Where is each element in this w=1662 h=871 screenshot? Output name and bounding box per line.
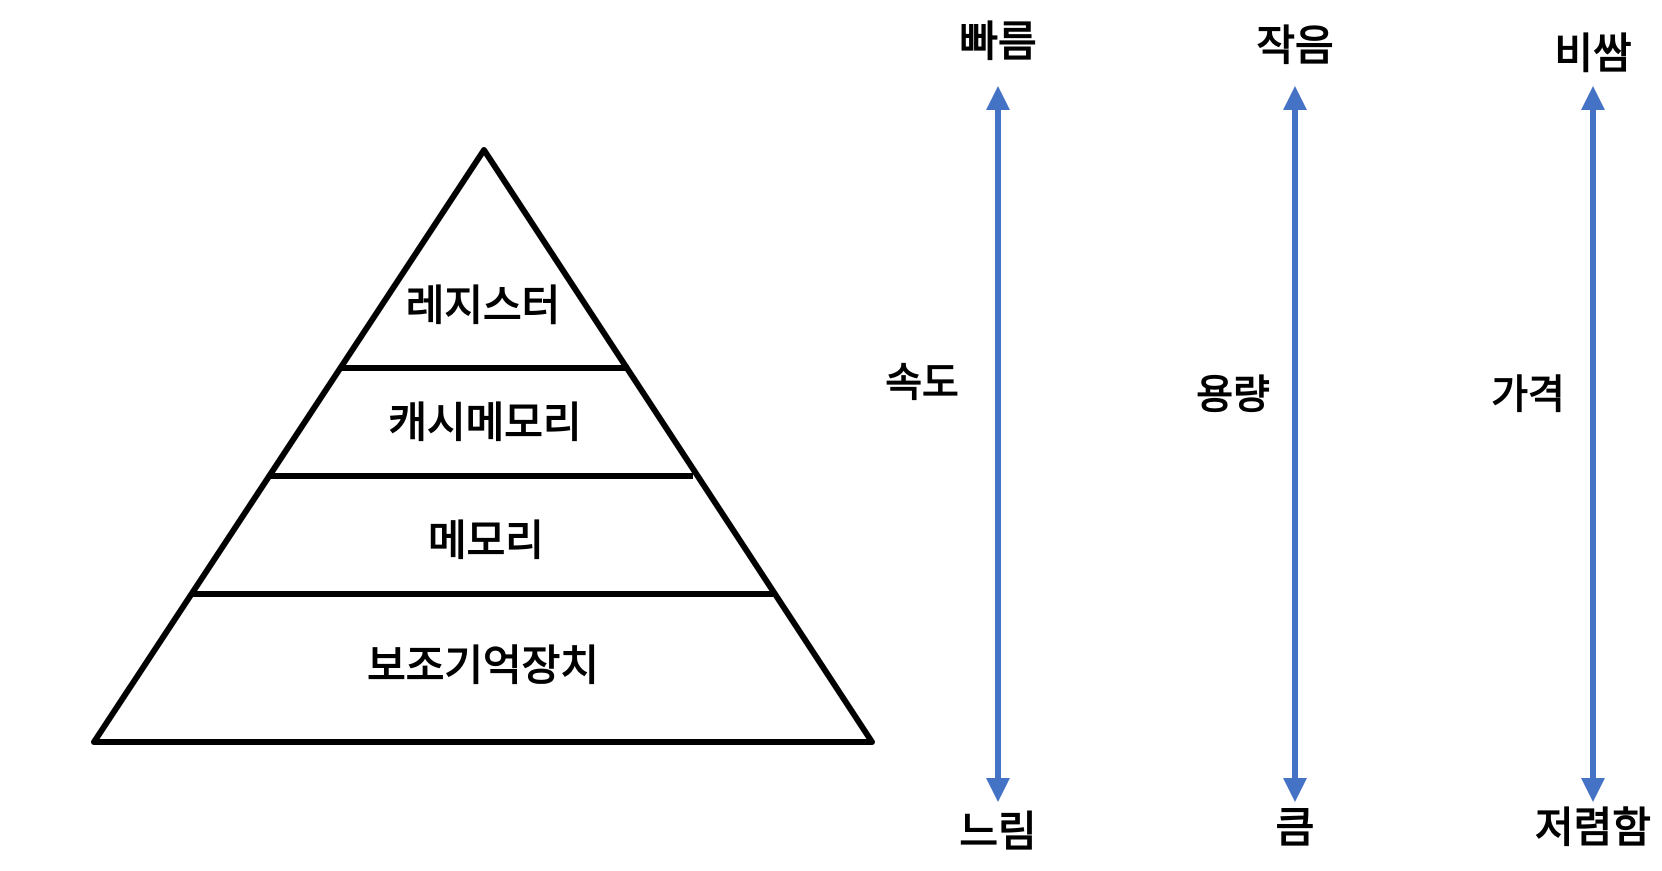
speed-bottom-label: 느림 (959, 807, 1036, 856)
tier-label-register: 레지스터 (406, 281, 561, 330)
tier-label-cache-memory: 캐시메모리 (388, 398, 581, 447)
capacity-bottom-label: 큼 (1276, 803, 1315, 852)
pyramid-outline (91, 147, 875, 745)
price-top-label: 비쌈 (1554, 29, 1631, 78)
capacity-top-label: 작음 (1256, 21, 1333, 70)
tier-label-memory: 메모리 (428, 516, 544, 565)
speed-axis-label: 속도 (885, 360, 959, 406)
tier-label-secondary-storage: 보조기억장치 (367, 641, 599, 690)
price-scale: 비쌈 가격 저렴함 (1491, 29, 1651, 852)
price-bottom-label: 저렴함 (1535, 803, 1651, 852)
capacity-axis-label: 용량 (1196, 372, 1270, 418)
pyramid: 레지스터 캐시메모리 메모리 보조기억장치 (91, 147, 875, 745)
speed-top-label: 빠름 (959, 17, 1036, 66)
capacity-scale: 작음 용량 큼 (1196, 21, 1333, 852)
speed-scale: 빠름 속도 느림 (885, 17, 1036, 856)
price-axis-label: 가격 (1491, 372, 1565, 418)
